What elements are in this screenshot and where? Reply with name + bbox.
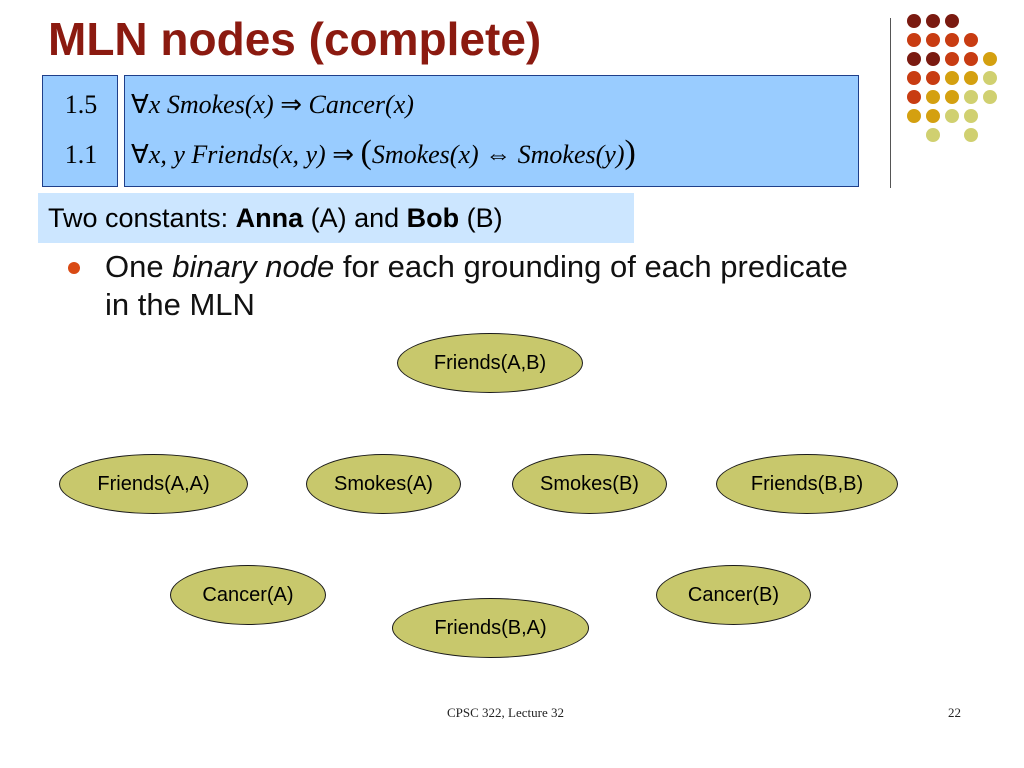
decorative-dot [964, 33, 978, 47]
decorative-dot [945, 71, 959, 85]
decorative-dot [945, 109, 959, 123]
decorative-dot [907, 71, 921, 85]
decorative-dot [964, 71, 978, 85]
constants-prefix: Two constants: [48, 203, 236, 233]
weights-box: 1.5 1.1 [42, 75, 118, 187]
decorative-dot [907, 109, 921, 123]
footer-page-number: 22 [948, 705, 961, 720]
bullet-text: One binary node for each grounding of ea… [105, 248, 865, 324]
formula-2-args-2: (x) [449, 140, 479, 169]
divider-line [890, 18, 891, 188]
node-friends-b-b: Friends(B,B) [716, 454, 898, 514]
decorative-dot [983, 71, 997, 85]
node-smokes-b: Smokes(B) [512, 454, 667, 514]
decorative-dot [945, 14, 959, 28]
decorative-dot [964, 52, 978, 66]
formula-1-var: x [148, 90, 161, 119]
node-friends-b-a: Friends(B,A) [392, 598, 589, 658]
open-paren: ( [360, 134, 372, 171]
formula-2-pred-smokes-2: Smokes [517, 140, 596, 169]
bullet-pre: One [105, 249, 173, 284]
formula-1-pred-cancer: Cancer [308, 90, 386, 119]
constants-abbr-2: (B) [459, 203, 503, 233]
formula-1-args-2: (x) [385, 90, 414, 119]
decorative-dot [964, 109, 978, 123]
node-smokes-a: Smokes(A) [306, 454, 461, 514]
decorative-dot [945, 33, 959, 47]
constant-bob: Bob [406, 203, 460, 233]
node-friends-a-a: Friends(A,A) [59, 454, 248, 514]
bullet-post: for each grounding of each predicate in … [105, 249, 848, 322]
formula-2-pred-friends: Friends [191, 140, 273, 169]
decorative-dot [926, 109, 940, 123]
formula-1-pred-smokes: Smokes [166, 90, 245, 119]
formula-1: ∀x Smokes(x) ⇒ Cancer(x) [131, 90, 414, 120]
formula-1-args-1: (x) [244, 90, 274, 119]
decorative-dot [926, 14, 940, 28]
decorative-dot [983, 52, 997, 66]
decorative-dot [926, 52, 940, 66]
decorative-dot [964, 90, 978, 104]
node-friends-a-b: Friends(A,B) [397, 333, 583, 393]
formula-2-args-3: (y) [595, 140, 625, 169]
implies-symbol: ⇒ [332, 140, 354, 169]
constants-abbr-1: (A) and [303, 203, 407, 233]
decorative-dot [926, 90, 940, 104]
iff-symbol: ⇔ [485, 140, 512, 169]
decorative-dot [964, 128, 978, 142]
decorative-dot [907, 90, 921, 104]
bullet-emphasis: binary node [172, 249, 335, 284]
decorative-dot [907, 52, 921, 66]
implies-symbol: ⇒ [280, 90, 302, 119]
forall-symbol: ∀ [131, 90, 149, 119]
footer-course: CPSC 322, Lecture 32 [447, 705, 564, 720]
decorative-dot [926, 71, 940, 85]
node-cancer-a: Cancer(A) [170, 565, 326, 625]
constants-box: Two constants: Anna (A) and Bob (B) [38, 193, 634, 243]
formulas-box: ∀x Smokes(x) ⇒ Cancer(x) ∀x, y Friends(x… [124, 75, 859, 187]
formula-2-args-1: (x, y) [272, 140, 326, 169]
constant-anna: Anna [235, 203, 304, 233]
formula-2-vars: x, y [148, 140, 185, 169]
formula-2-pred-smokes-1: Smokes [371, 140, 450, 169]
decorative-dot [983, 90, 997, 104]
decorative-dot [907, 33, 921, 47]
slide-title: MLN nodes (complete) [48, 13, 542, 65]
weight-1: 1.5 [64, 90, 98, 119]
decorative-dot [926, 128, 940, 142]
decorative-dot [945, 90, 959, 104]
decorative-dot [945, 52, 959, 66]
decorative-dot [907, 14, 921, 28]
close-paren: ) [624, 134, 636, 171]
forall-symbol: ∀ [131, 140, 149, 169]
node-cancer-b: Cancer(B) [656, 565, 811, 625]
decorative-dot [926, 33, 940, 47]
weight-2: 1.1 [64, 140, 98, 169]
formula-2: ∀x, y Friends(x, y) ⇒ (Smokes(x) ⇔ Smoke… [131, 136, 636, 170]
bullet-icon [68, 262, 80, 274]
